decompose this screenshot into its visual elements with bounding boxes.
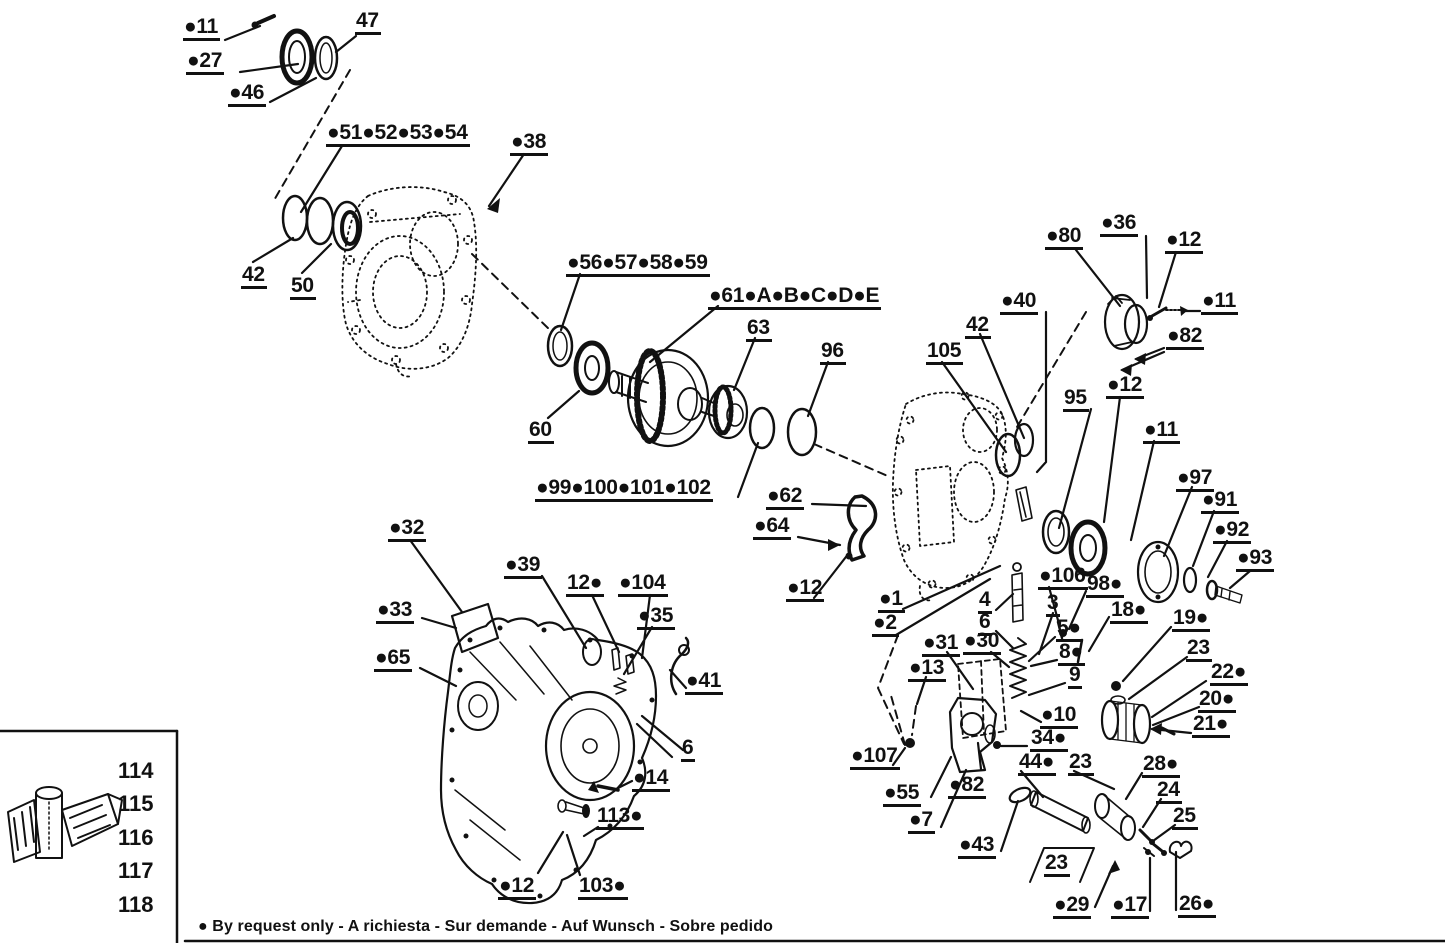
left-housing-outline: [341, 186, 478, 378]
part-label-47-1: 47: [355, 10, 381, 36]
part-label-26-79: 26●: [1178, 893, 1217, 919]
part-label-82-73: ●82: [948, 774, 987, 800]
part-label-11-33: ●11: [1201, 290, 1238, 316]
part-label-19-59: 19●: [1172, 607, 1211, 633]
part-label-106-56: ●106: [1038, 565, 1088, 591]
part-label-42-36: 42: [965, 314, 991, 340]
part-label-12-39: ●12: [1106, 374, 1145, 400]
part-label-5-50: 5●: [1056, 617, 1083, 643]
dashed-lines: [272, 69, 1087, 746]
part-label-46-3: ●46: [228, 82, 267, 108]
part-label-96-11: 96: [820, 340, 846, 366]
part-label-43-75: ●43: [958, 834, 997, 860]
part-label-56575859-8: ●56●57●58●59: [566, 252, 710, 278]
part-label-99100101102-13: ●99●100●101●102: [535, 477, 713, 503]
part-label-9-55: 9: [1068, 664, 1083, 690]
part-label-4-47: 4: [978, 589, 993, 615]
part-label-1-45: ●1: [878, 588, 905, 614]
screw-icon: [256, 14, 276, 25]
part-label-29-77: ●29: [1053, 894, 1092, 920]
part-label-11-0: ●11: [183, 16, 220, 42]
part-label-36-31: ●36: [1100, 212, 1139, 238]
part-label-98-57: 98●: [1086, 573, 1125, 599]
part-label-12-16: ●12: [786, 577, 825, 603]
part-label-65-23: ●65: [374, 647, 413, 673]
gear-teeth: [634, 348, 666, 444]
bolt-holes: [449, 625, 655, 899]
right-housing-outline: [891, 391, 1009, 602]
part-label-60-12: 60: [528, 419, 554, 445]
part-label-31-51: ●31: [922, 632, 961, 658]
legend-box: [0, 729, 179, 943]
part-label-23-60: 23: [1186, 637, 1212, 663]
part-label-30-52: ●30: [963, 630, 1002, 656]
part-label-3-49: 3: [1046, 592, 1061, 618]
part-label-55-72: ●55: [883, 782, 922, 808]
legend-label-115: 115: [118, 791, 154, 816]
part-label-22-61: 22●: [1210, 661, 1249, 687]
part-label-21-63: 21●: [1192, 713, 1231, 739]
part-label-113-27: 113●: [596, 805, 645, 831]
part-label-28-68: 28●: [1142, 753, 1181, 779]
part-label-41-24: ●41: [685, 670, 724, 696]
part-label-11-40: ●11: [1143, 419, 1180, 445]
legend-label-114: 114: [118, 758, 154, 783]
part-label-104-21: ●104: [618, 572, 668, 598]
part-label-13-54: ●13: [908, 657, 947, 683]
footnote: ● By request only - A richiesta - Sur de…: [198, 918, 773, 935]
arrowheads: [487, 198, 1162, 874]
part-label-27-2: ●27: [186, 50, 225, 76]
part-label-6-25: 6: [681, 737, 696, 763]
part-label-23-67: 23: [1068, 751, 1094, 777]
part-label-33-18: ●33: [376, 599, 415, 625]
part-label-91-42: ●91: [1201, 489, 1240, 515]
part-label-62-14: ●62: [766, 485, 805, 511]
part-label-17-78: ●17: [1111, 894, 1150, 920]
part-label-35-22: ●35: [637, 605, 676, 631]
part-label-12-28: ●12: [498, 875, 537, 901]
part-label-82-34: ●82: [1166, 325, 1205, 351]
part-label-103-29: 103●: [578, 875, 628, 901]
part-label-14-26: ●14: [632, 767, 671, 793]
legend-label-118: 118: [118, 892, 154, 917]
spring: [1009, 637, 1027, 699]
bottom-housing-outline: [439, 617, 658, 905]
part-label-40-35: ●40: [1000, 290, 1039, 316]
part-label-95-38: 95: [1063, 387, 1089, 413]
part-label-10-64: ●10: [1040, 704, 1079, 730]
part-label-107-71: ●107: [850, 745, 900, 771]
part-label-2-46: ●2: [872, 612, 899, 638]
part-label-20-62: 20●: [1198, 688, 1237, 714]
part-label-23-76: 23: [1044, 852, 1070, 878]
legend-tubes: [7, 786, 123, 863]
part-label-24-69: 24: [1156, 779, 1182, 805]
legend-label-117: 117: [118, 858, 154, 883]
part-label-6-48: 6: [978, 611, 993, 637]
part-label-12-20: 12●: [566, 572, 605, 598]
part-label-80-30: ●80: [1045, 225, 1084, 251]
part-label-8-53: 8●: [1058, 641, 1085, 667]
part-label-18-58: 18●: [1110, 599, 1149, 625]
part-label-32-17: ●32: [388, 517, 427, 543]
part-label-38-5: ●38: [510, 131, 549, 157]
part-label-44-66: 44●: [1018, 751, 1057, 777]
part-label-39-19: ●39: [504, 554, 543, 580]
leader-lines: [223, 24, 1252, 913]
part-label-92-43: ●92: [1213, 519, 1252, 545]
part-label-42-6: 42: [241, 264, 267, 290]
part-label-97-41: ●97: [1176, 467, 1215, 493]
part-label-51525354-4: ●51●52●53●54: [326, 122, 470, 148]
part-label-93-44: ●93: [1236, 547, 1275, 573]
part-label-63-10: 63: [746, 317, 772, 343]
part-label-105-37: 105: [926, 340, 964, 366]
part-label-50-7: 50: [290, 275, 316, 301]
part-label-7-74: ●7: [908, 809, 935, 835]
part-label-34-65: 34●: [1030, 727, 1069, 753]
part-label-61ABCDE-9: ●61●A●B●C●D●E: [708, 285, 882, 311]
part-label-64-15: ●64: [753, 515, 792, 541]
legend-label-116: 116: [118, 825, 154, 850]
part-label-25-70: 25: [1172, 805, 1198, 831]
part-label-12-32: ●12: [1165, 229, 1204, 255]
